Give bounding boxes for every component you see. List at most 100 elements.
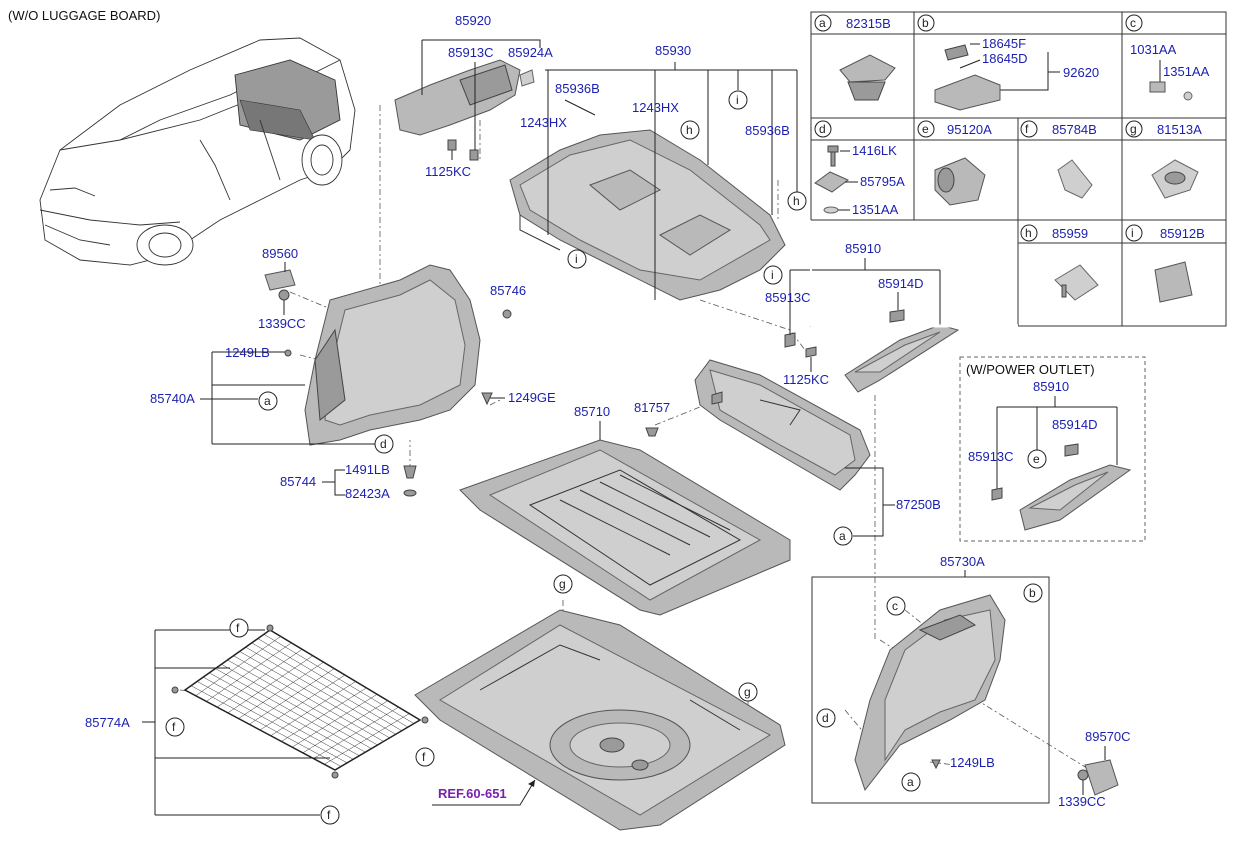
table-c-1351AA: 1351AA <box>1163 64 1210 79</box>
label-1243HX-mid: 1243HX <box>632 100 679 115</box>
callout-i-3: i <box>771 268 774 282</box>
label-1491LB: 1491LB <box>345 462 390 477</box>
table-d-85795A: 85795A <box>860 174 905 189</box>
outlet-95120A-icon <box>934 157 986 206</box>
table-f-letter: f <box>1025 122 1029 136</box>
power-outlet-85913C: 85913C <box>968 449 1014 464</box>
label-89570C: 89570C <box>1085 729 1131 744</box>
label-1339CC-right: 1339CC <box>1058 794 1106 809</box>
callout-i-2: i <box>575 252 578 266</box>
bolt-1416LK-icon <box>814 145 849 214</box>
label-85924A: 85924A <box>508 45 553 60</box>
label-85936B-right: 85936B <box>745 123 790 138</box>
car-illustration <box>39 37 356 266</box>
box-85730A <box>811 576 1050 804</box>
table-c-1031AA: 1031AA <box>1130 42 1177 57</box>
label-1243HX-left: 1243HX <box>520 115 567 130</box>
part-85740A <box>304 264 481 446</box>
label-1125KC-top: 1125KC <box>425 164 471 179</box>
label-85746: 85746 <box>490 283 526 298</box>
table-a-letter: a <box>819 16 826 30</box>
callout-c: c <box>892 599 898 613</box>
part-85730A <box>854 594 1006 792</box>
floor-panel <box>414 609 786 831</box>
label-1125KC-mid: 1125KC <box>783 372 829 387</box>
table-i-part: 85912B <box>1160 226 1205 241</box>
table-b-92620: 92620 <box>1063 65 1099 80</box>
label-85910: 85910 <box>845 241 881 256</box>
table-f-part: 85784B <box>1052 122 1097 137</box>
label-82423A: 82423A <box>345 486 390 501</box>
callout-f-2: f <box>172 720 176 734</box>
table-g-letter: g <box>1130 122 1137 136</box>
clip-82315B-icon <box>839 54 896 101</box>
callout-a-1: a <box>264 394 271 408</box>
table-b-18645D: 18645D <box>982 51 1028 66</box>
label-85710: 85710 <box>574 404 610 419</box>
hook-85784B-icon <box>1057 159 1093 199</box>
table-d-1416LK: 1416LK <box>852 143 897 158</box>
table-e-part: 95120A <box>947 122 992 137</box>
label-81757: 81757 <box>634 400 670 415</box>
label-85774A: 85774A <box>85 715 130 730</box>
table-i-letter: i <box>1131 226 1134 240</box>
part-89560 <box>264 269 296 301</box>
part-85930 <box>509 129 786 301</box>
part-85910 <box>784 309 960 393</box>
callout-f-4: f <box>327 808 331 822</box>
label-85920: 85920 <box>455 13 491 28</box>
hook-81513A-icon <box>1151 159 1199 199</box>
callout-a-2: a <box>839 529 846 543</box>
label-85740A: 85740A <box>150 391 195 406</box>
callout-h-2: h <box>793 194 800 208</box>
callout-i-1: i <box>736 93 739 107</box>
callout-f-1: f <box>236 621 240 635</box>
label-89560: 89560 <box>262 246 298 261</box>
variant-title: (W/O LUGGAGE BOARD) <box>8 8 160 23</box>
lamp-92620-icon <box>934 44 1001 111</box>
clip-85912B-icon <box>1154 261 1193 303</box>
table-b-letter: b <box>922 16 929 30</box>
reference-label: REF.60-651 <box>438 786 507 801</box>
part-85920 <box>394 59 535 161</box>
table-b-18645F: 18645F <box>982 36 1026 51</box>
table-c-letter: c <box>1130 16 1136 30</box>
table-e-letter: e <box>922 122 929 136</box>
table-d-letter: d <box>819 122 826 136</box>
label-85914D: 85914D <box>878 276 924 291</box>
callouts: i h h i i a d a e g g f f f f c b d a <box>165 90 1047 825</box>
label-85930: 85930 <box>655 43 691 58</box>
label-85744: 85744 <box>280 474 316 489</box>
parts-table <box>810 11 1227 328</box>
callout-e: e <box>1033 452 1040 466</box>
callout-h-1: h <box>686 123 693 137</box>
table-h-part: 85959 <box>1052 226 1088 241</box>
label-1249LB-right: 1249LB <box>950 755 995 770</box>
callout-b: b <box>1029 586 1036 600</box>
callout-g-1: g <box>559 577 566 591</box>
power-outlet-85914D: 85914D <box>1052 417 1098 432</box>
table-a-part: 82315B <box>846 16 891 31</box>
power-outlet-title: (W/POWER OUTLET) <box>966 362 1095 377</box>
callout-d-2: d <box>822 711 829 725</box>
part-85710 <box>459 439 791 616</box>
callout-d-1: d <box>380 437 387 451</box>
callout-g-2: g <box>744 685 751 699</box>
label-85730A: 85730A <box>940 554 985 569</box>
screw-1031AA-icon <box>1149 81 1193 101</box>
power-outlet-85910: 85910 <box>1033 379 1069 394</box>
callout-a-3: a <box>907 775 914 789</box>
part-85774A <box>171 624 429 779</box>
box-power-outlet <box>959 356 1146 542</box>
label-85913C-top: 85913C <box>448 45 494 60</box>
label-1339CC-left: 1339CC <box>258 316 306 331</box>
label-1249GE: 1249GE <box>508 390 556 405</box>
part-85910-power <box>991 443 1132 531</box>
callout-f-3: f <box>422 750 426 764</box>
table-g-part: 81513A <box>1157 122 1202 137</box>
clip-85959-icon <box>1054 264 1099 301</box>
label-87250B: 87250B <box>896 497 941 512</box>
label-85936B-left: 85936B <box>555 81 600 96</box>
table-h-letter: h <box>1025 226 1032 240</box>
